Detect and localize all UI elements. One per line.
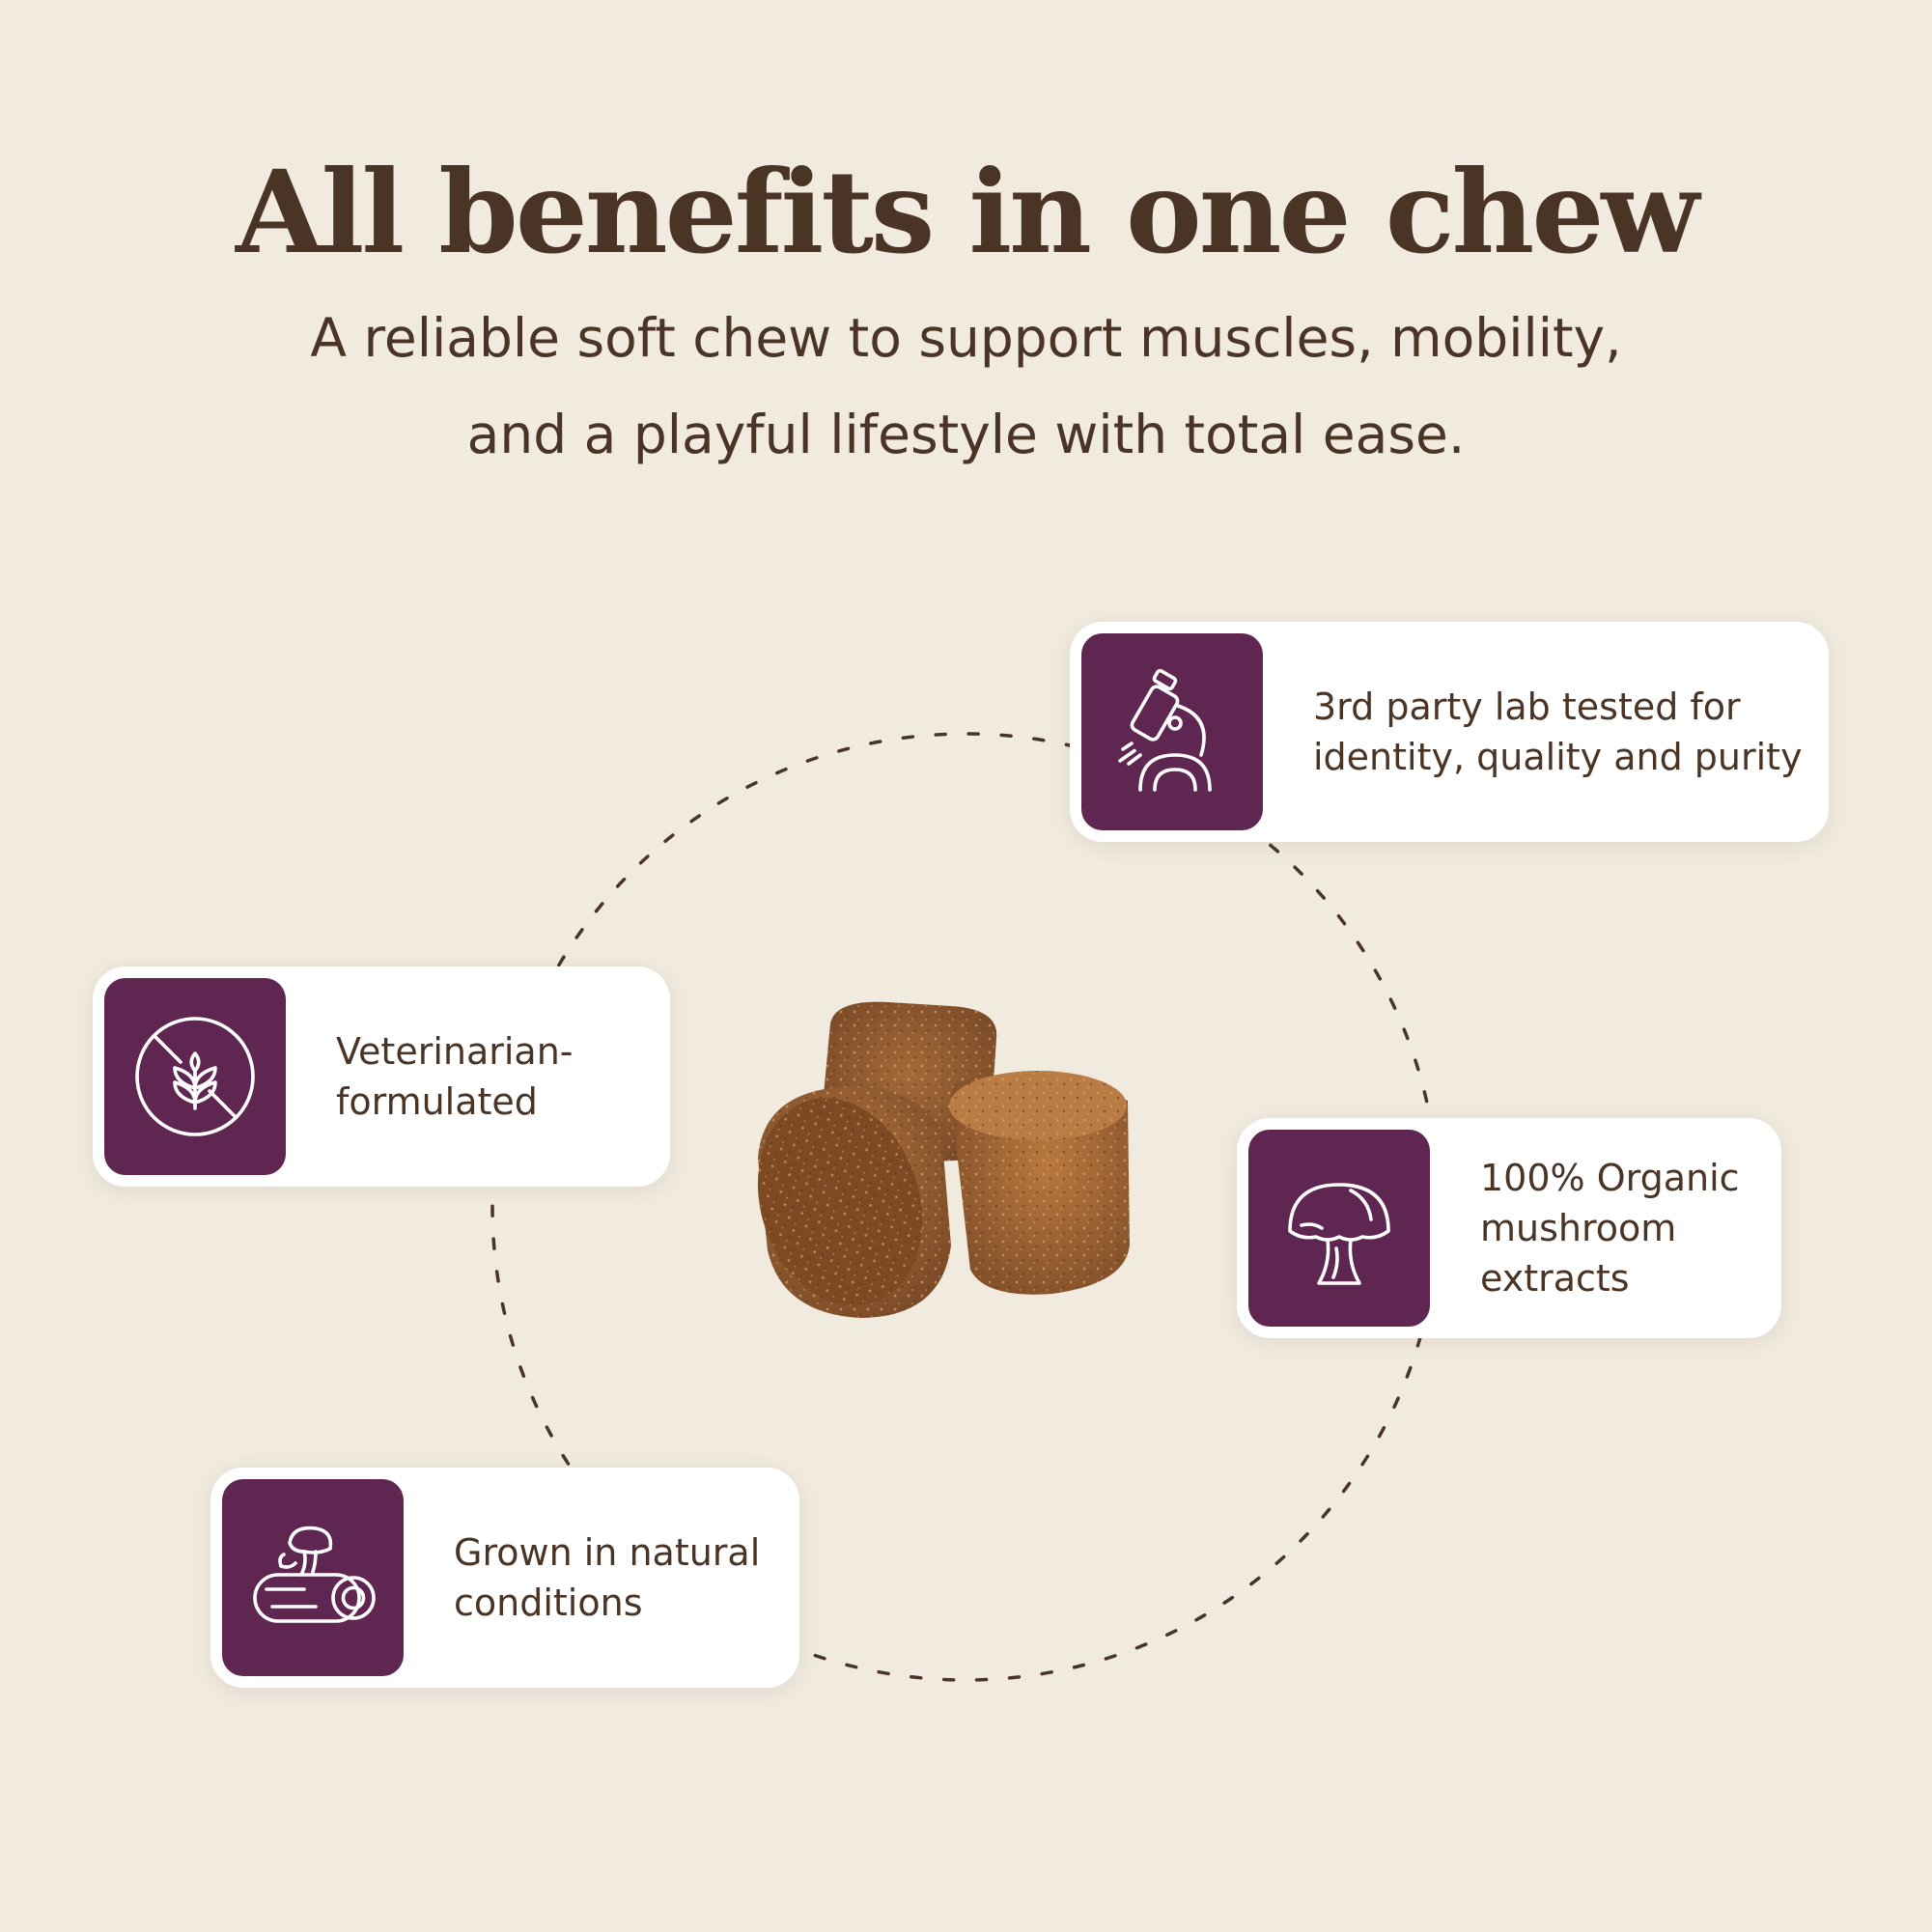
benefit-label: 3rd party lab tested for identity, quali… (1313, 686, 1803, 778)
benefit-label: Grown in natural conditions (454, 1531, 761, 1624)
benefit-card-lab-tested: 3rd party lab tested for identity, quali… (1070, 622, 1829, 842)
benefit-icon-tile (1248, 1130, 1430, 1327)
mushroom-log-icon (253, 1526, 376, 1623)
page-title: All benefits in one chew (236, 145, 1699, 279)
benefit-card-vet-formulated: Veterinarian- formulated (93, 966, 670, 1187)
benefit-card-grown-naturally: Grown in natural conditions (210, 1468, 799, 1688)
benefit-label: 100% Organic mushroom extracts (1480, 1157, 1740, 1300)
mushroom-icon (1288, 1183, 1390, 1285)
benefit-icon-tile (222, 1479, 404, 1676)
benefit-icon-tile (104, 978, 286, 1175)
page-subtitle: A reliable soft chew to support muscles,… (193, 290, 1739, 483)
subtitle-line-2: and a playful lifestyle with total ease. (466, 404, 1466, 465)
microscope-icon (1118, 668, 1212, 792)
soft-chews-image (757, 1001, 1130, 1318)
benefit-card-organic-mushroom: 100% Organic mushroom extracts (1237, 1118, 1781, 1338)
subtitle-line-1: A reliable soft chew to support muscles,… (310, 307, 1622, 369)
benefit-icon-tile (1081, 633, 1263, 830)
benefit-label: Veterinarian- formulated (336, 1030, 574, 1123)
no-grain-icon (135, 1017, 255, 1136)
